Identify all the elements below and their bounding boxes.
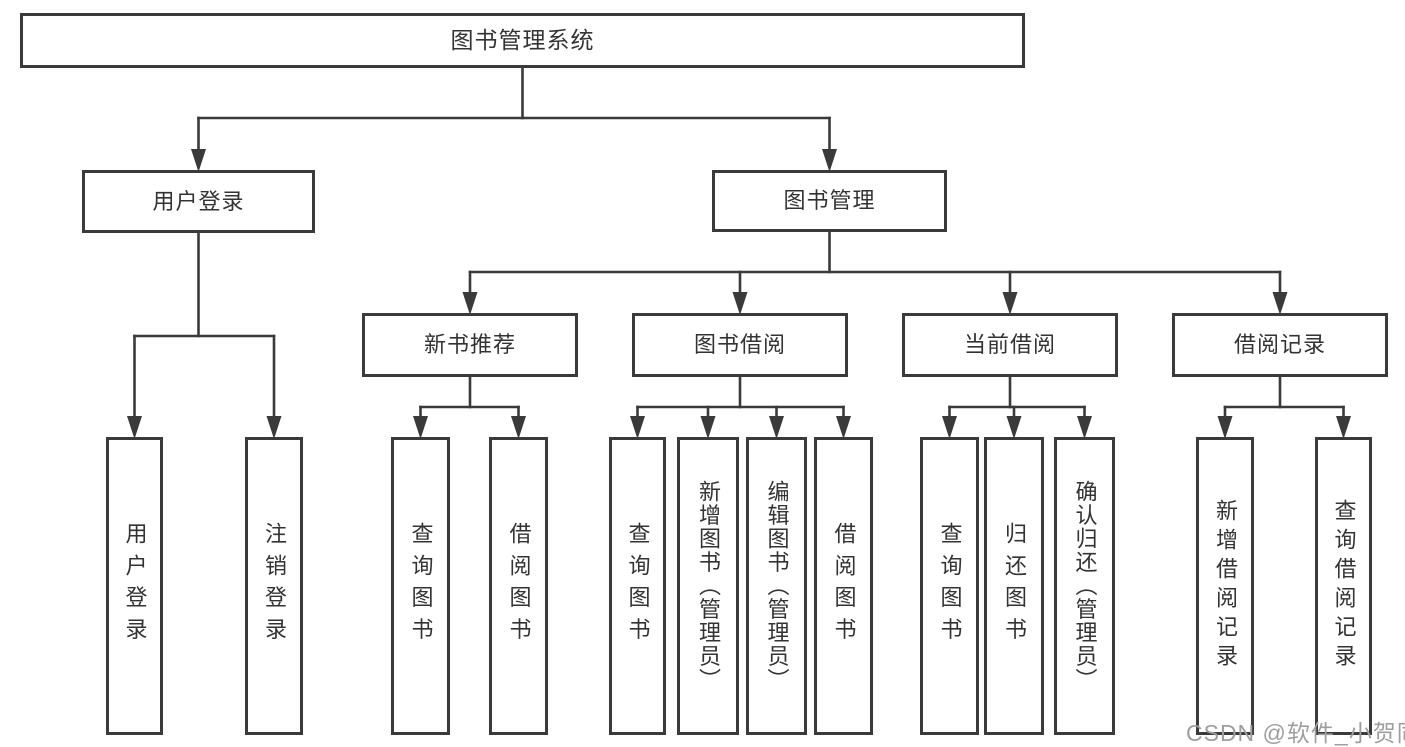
node-leaf-br-query: 查询借阅记录 xyxy=(1315,437,1372,735)
node-leaf-cb-return: 归还图书 xyxy=(984,437,1044,735)
arrowhead-icon xyxy=(1217,416,1233,439)
arrowhead-icon xyxy=(1077,416,1092,439)
node-root: 图书管理系统 xyxy=(20,13,1025,68)
node-leaf-cb-query: 查询图书 xyxy=(920,437,979,735)
node-book-borrow: 图书借阅 xyxy=(632,313,848,377)
node-leaf-nb-query: 查询图书 xyxy=(391,437,450,735)
arrowhead-icon xyxy=(732,292,748,315)
node-leaf-bb-query: 查询图书 xyxy=(609,437,666,735)
node-current-borrow: 当前借阅 xyxy=(902,313,1118,377)
node-leaf-user-login: 用户登录 xyxy=(106,437,163,735)
arrowhead-icon xyxy=(822,149,837,172)
arrowhead-icon xyxy=(266,416,282,439)
node-user-login: 用户登录 xyxy=(82,170,315,233)
node-new-book-rec: 新书推荐 xyxy=(362,313,578,377)
node-leaf-br-add: 新增借阅记录 xyxy=(1196,437,1254,735)
arrowhead-icon xyxy=(1006,416,1022,439)
node-book-mgmt: 图书管理 xyxy=(712,170,947,232)
arrowhead-icon xyxy=(630,416,645,439)
node-leaf-cb-confirm: 确认归还（管理员） xyxy=(1054,437,1115,735)
arrowhead-icon xyxy=(1272,292,1288,315)
arrowhead-icon xyxy=(1336,416,1351,439)
arrowhead-icon xyxy=(127,416,142,439)
arrowhead-icon xyxy=(1002,292,1018,315)
csdn-watermark: CSDN @软件_小贺同学 xyxy=(1186,720,1405,746)
arrowhead-icon xyxy=(769,416,784,439)
arrowhead-icon xyxy=(942,416,957,439)
arrowhead-icon xyxy=(836,416,851,439)
arrowhead-icon xyxy=(413,416,428,439)
node-leaf-bb-borrow: 借阅图书 xyxy=(814,437,873,735)
arrowhead-icon xyxy=(511,416,526,439)
node-leaf-bb-add: 新增图书（管理员） xyxy=(677,437,739,735)
node-leaf-nb-borrow: 借阅图书 xyxy=(489,437,548,735)
node-leaf-logout: 注销登录 xyxy=(245,437,303,735)
arrowhead-icon xyxy=(462,292,478,315)
arrowhead-icon xyxy=(191,149,206,172)
node-borrow-record: 借阅记录 xyxy=(1172,313,1388,377)
node-leaf-bb-edit: 编辑图书（管理员） xyxy=(746,437,807,735)
arrowhead-icon xyxy=(700,416,716,439)
